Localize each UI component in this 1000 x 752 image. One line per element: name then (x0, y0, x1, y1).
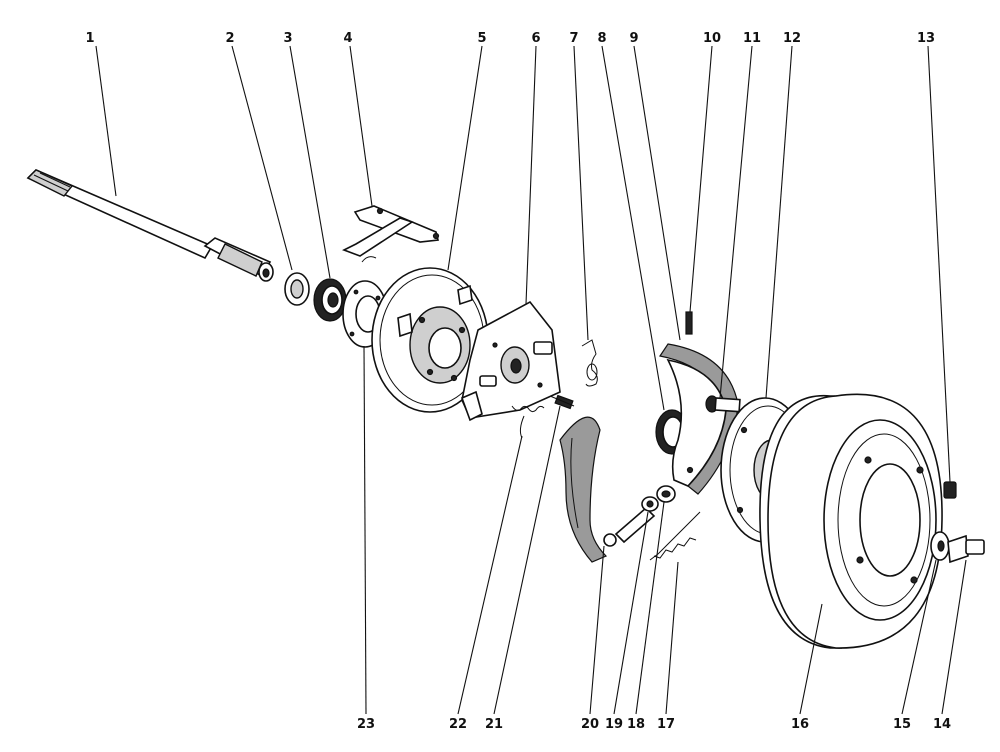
callout-18: 18 (627, 717, 645, 732)
wheel-stud (705, 395, 741, 413)
callout-6: 6 (531, 31, 540, 46)
adjuster-spring (511, 405, 545, 439)
callout-15: 15 (893, 717, 911, 732)
callout-22: 22 (449, 717, 467, 732)
callout-23: 23 (357, 717, 375, 732)
backing-plate (371, 267, 489, 413)
callout-7: 7 (569, 31, 578, 46)
callout-13: 13 (917, 31, 935, 46)
oil-seal (284, 272, 310, 306)
callout-16: 16 (791, 717, 809, 732)
callout-labels: 1 2 3 4 5 6 7 8 9 10 11 12 13 14 15 16 1… (85, 31, 951, 732)
callout-17: 17 (657, 717, 675, 732)
callout-2: 2 (225, 31, 234, 46)
retaining-clip (943, 481, 957, 499)
brake-lever (342, 205, 440, 263)
callout-14: 14 (933, 717, 951, 732)
retaining-pin (685, 311, 693, 335)
callout-19: 19 (605, 717, 623, 732)
bearing (313, 278, 347, 322)
leader-lines (95, 45, 967, 715)
callout-11: 11 (743, 31, 761, 46)
small-bolt (549, 394, 575, 410)
callout-1: 1 (85, 31, 94, 46)
return-spring (581, 339, 598, 387)
adjuster-nut (656, 485, 676, 503)
lower-spring (649, 511, 701, 561)
axle-shaft (26, 169, 274, 282)
callout-4: 4 (343, 31, 352, 46)
hex-bolt (947, 534, 985, 564)
callout-8: 8 (597, 31, 606, 46)
callout-21: 21 (485, 717, 503, 732)
callout-10: 10 (703, 31, 721, 46)
callout-12: 12 (783, 31, 801, 46)
adjuster-screw (614, 496, 659, 544)
brake-drum (759, 393, 943, 649)
callout-20: 20 (581, 717, 599, 732)
callout-3: 3 (283, 31, 292, 46)
callout-5: 5 (477, 31, 486, 46)
brake-shoe-lower (559, 416, 617, 563)
callout-9: 9 (629, 31, 638, 46)
anchor-plate (460, 300, 561, 422)
brake-shoe-upper (658, 343, 739, 495)
washer (930, 531, 950, 561)
